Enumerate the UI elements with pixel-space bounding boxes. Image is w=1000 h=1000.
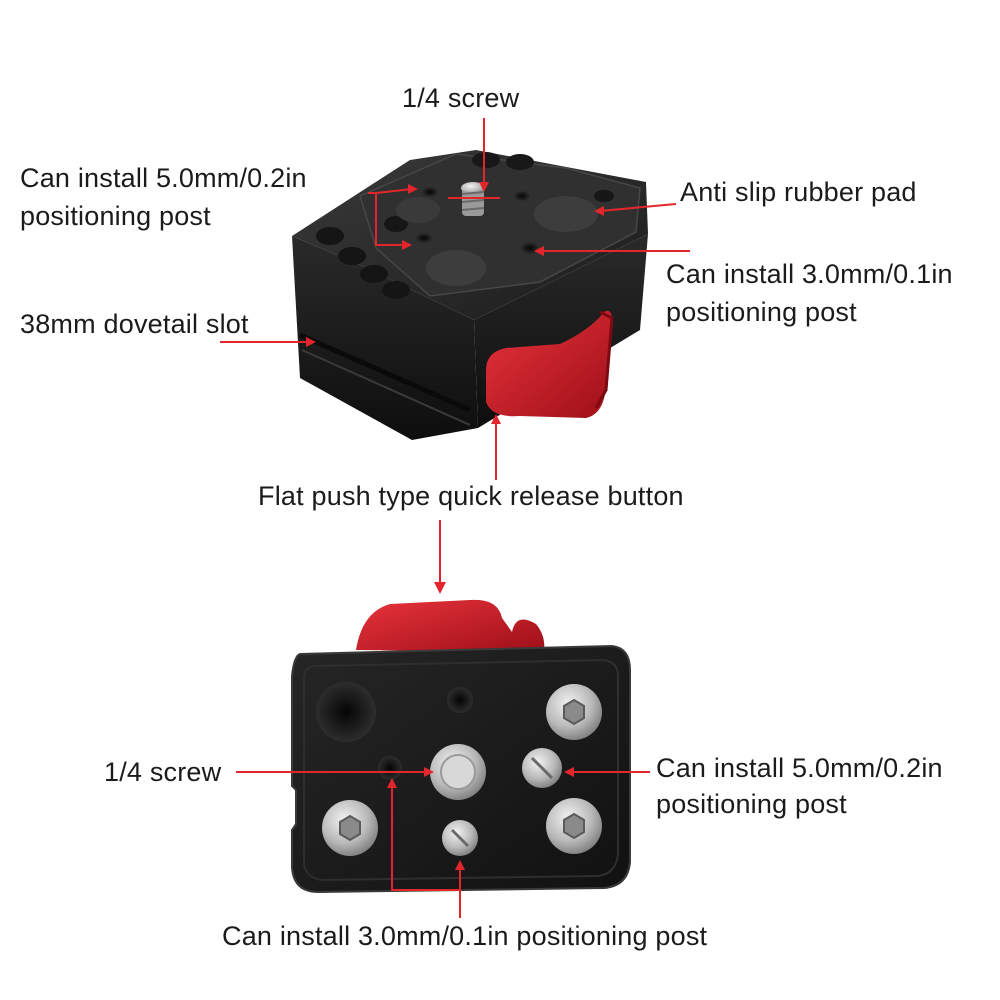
top-5mm-post-label-line1: Can install 5.0mm/0.2in [20, 163, 307, 193]
release-button-label: Flat push type quick release button [258, 481, 684, 511]
top-3mm-post-label-line1: Can install 3.0mm/0.1in [666, 259, 953, 289]
bottom-3mm-post-label: Can install 3.0mm/0.1in positioning post [222, 921, 708, 951]
leader-rubber-pad [599, 203, 677, 212]
bottom-5mm-post-label-line2: positioning post [656, 789, 847, 819]
top-screw-label: 1/4 screw [402, 83, 520, 113]
bottom-5mm-post-label-line1: Can install 5.0mm/0.2in [656, 753, 943, 783]
hex-screw-bottom-left [322, 800, 378, 856]
top-clamp-body [292, 150, 648, 440]
hex-screw-bottom-right [546, 798, 602, 854]
hex-screw-top-right [546, 684, 602, 740]
top-5mm-post-label-line2: positioning post [20, 201, 211, 231]
top-3mm-post-label-line2: positioning post [666, 297, 857, 327]
leader-lines [220, 118, 690, 918]
bottom-clamp-body [291, 599, 631, 894]
rubber-pad-label: Anti slip rubber pad [680, 177, 917, 207]
bottom-screw-label: 1/4 screw [104, 757, 222, 787]
leader-top-5mm-a [368, 192, 402, 246]
dovetail-slot-label: 38mm dovetail slot [20, 309, 249, 339]
leader-bottom-3mm-a [391, 782, 460, 891]
